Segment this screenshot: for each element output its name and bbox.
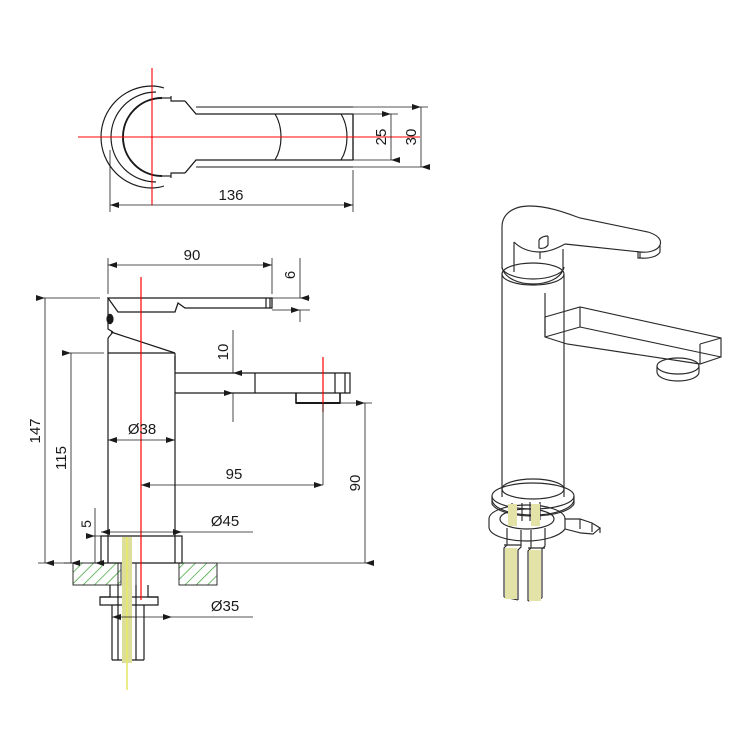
dimension-90-height — [217, 400, 374, 566]
top-view-centerlines — [78, 68, 420, 205]
dimension-label-90-height: 90 — [347, 475, 364, 492]
dimension-label-30: 30 — [403, 129, 420, 146]
mounting-surface-hatch — [72, 562, 218, 586]
dimension-136 — [109, 150, 354, 212]
supply-stem — [122, 537, 132, 690]
dimension-30 — [353, 104, 430, 170]
dimension-label-d45: Ø45 — [211, 513, 239, 530]
dimension-label-95: 95 — [226, 466, 243, 483]
dimension-label-10: 10 — [215, 344, 232, 361]
dimension-115 — [62, 350, 104, 566]
dimension-label-d35: Ø35 — [211, 598, 239, 615]
dimension-label-6: 6 — [282, 271, 299, 279]
dimension-label-136: 136 — [218, 187, 243, 204]
dimension-5 — [86, 508, 104, 566]
dimension-90-lever — [107, 258, 273, 294]
dimension-label-5: 5 — [78, 520, 94, 528]
dimension-25 — [353, 111, 400, 163]
dimension-6 — [272, 258, 310, 322]
dimension-label-90-lever: 90 — [184, 247, 201, 264]
front-view-body — [99, 297, 351, 661]
dimension-label-25: 25 — [373, 129, 390, 146]
iso-view-faucet — [488, 205, 722, 602]
iso-supply-tubes — [505, 504, 541, 601]
dimension-label-147: 147 — [27, 418, 44, 443]
dimension-95 — [141, 403, 324, 488]
dimension-label-d38: Ø38 — [128, 421, 156, 438]
dimension-label-115: 115 — [53, 446, 70, 470]
